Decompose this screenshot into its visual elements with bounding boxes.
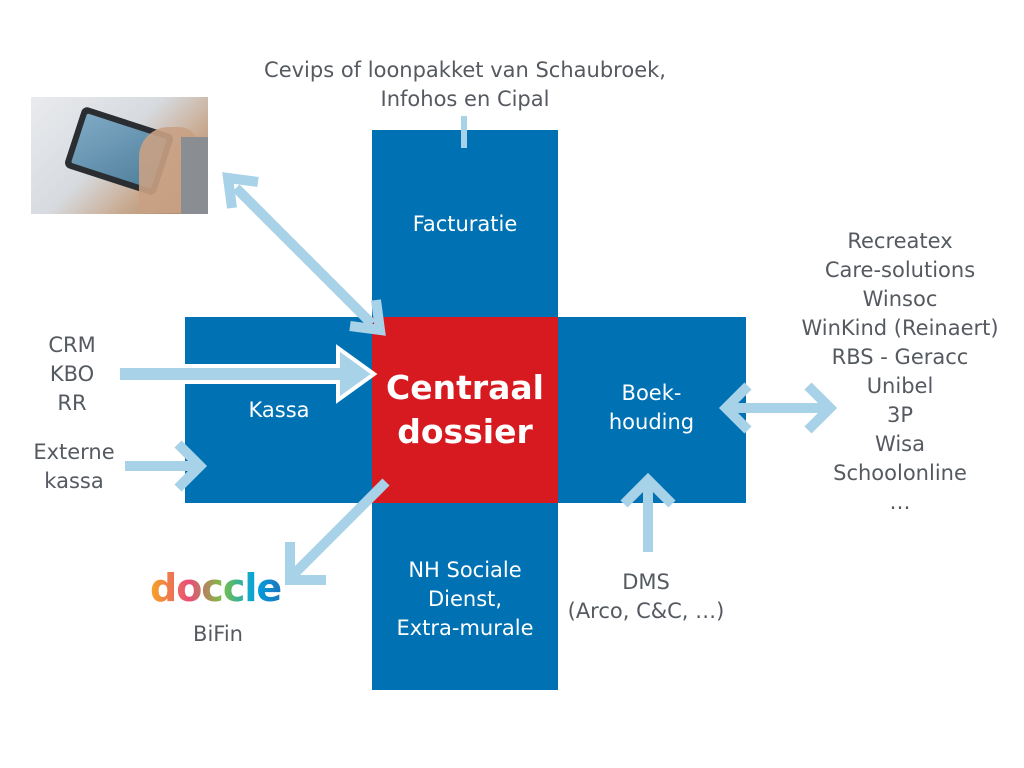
externe-kassa-arrow bbox=[125, 440, 208, 492]
list-item: Unibel bbox=[866, 374, 934, 398]
tablet-double-arrow bbox=[222, 172, 386, 336]
top-systems-text: Cevips of loonpakket van Schaubroek, Inf… bbox=[264, 58, 666, 111]
accounting-software-list: Recreatex Care-solutions Winsoc WinKind … bbox=[790, 227, 1010, 517]
dms-arrow bbox=[620, 472, 676, 552]
doccle-arrow bbox=[285, 478, 390, 585]
accounting-double-arrow bbox=[718, 382, 838, 434]
facturatie-label: Facturatie bbox=[412, 212, 518, 236]
sleeve-shape bbox=[181, 137, 208, 214]
tablet-photo-icon bbox=[31, 97, 208, 214]
doccle-logo-icon: doccle bbox=[150, 564, 284, 612]
centraal-dossier-block bbox=[372, 317, 558, 503]
doccle-logo-text: doccle bbox=[150, 566, 282, 610]
dms-text: DMS (Arco, C&C, …) bbox=[567, 570, 725, 623]
list-item: 3P bbox=[886, 403, 914, 427]
list-item: Care-solutions bbox=[824, 258, 976, 282]
kassa-block bbox=[185, 317, 373, 503]
crm-arrow bbox=[116, 344, 378, 404]
sociale-dienst-label: NH Sociale Dienst, Extra-murale bbox=[396, 558, 534, 640]
list-item: WinKind (Reinaert) bbox=[801, 316, 999, 340]
crm-kbo-rr-text: CRM KBO RR bbox=[48, 333, 96, 415]
kassa-label: Kassa bbox=[248, 398, 310, 422]
list-item: Recreatex bbox=[847, 229, 953, 253]
list-item: Wisa bbox=[875, 432, 925, 456]
centraal-dossier-label: Centraal dossier bbox=[386, 368, 544, 451]
list-item: Winsoc bbox=[862, 287, 938, 311]
list-item: RBS - Geracc bbox=[831, 345, 969, 369]
facturatie-block bbox=[372, 130, 558, 318]
list-item: … bbox=[889, 490, 911, 514]
sociale-dienst-block bbox=[372, 502, 558, 690]
list-item: Schoolonline bbox=[833, 461, 967, 485]
boekhouding-block bbox=[557, 317, 746, 503]
boekhouding-label: Boek- houding bbox=[608, 381, 695, 434]
bifin-text: BiFin bbox=[193, 622, 243, 646]
externe-kassa-text: Externe kassa bbox=[33, 440, 115, 493]
